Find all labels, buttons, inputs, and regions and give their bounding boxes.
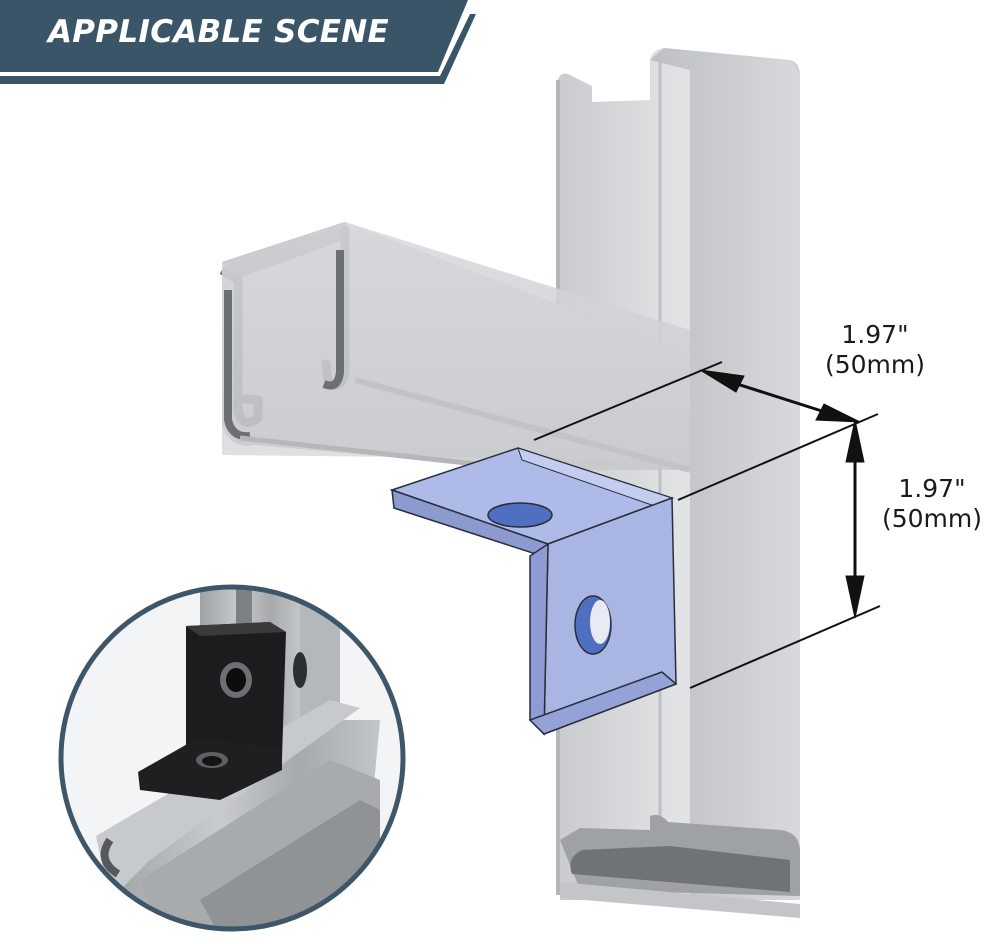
banner-title: APPLICABLE SCENE [48,14,389,50]
inset-photo-black-bracket [58,584,406,932]
dimension-height-mm: (50mm) [881,504,983,533]
banner-shape [0,0,476,84]
dimension-label-depth: 1.97" (50mm) [800,320,950,380]
angle-bracket-illustration [389,447,678,736]
dimension-depth-inches: 1.97" [841,320,909,349]
horizontal-channel [219,222,691,473]
dimension-arrow-icon [533,361,881,689]
dimension-depth-mm: (50mm) [824,350,926,379]
dimension-height-inches: 1.97" [898,474,966,503]
dimension-label-height: 1.97" (50mm) [864,474,1000,534]
